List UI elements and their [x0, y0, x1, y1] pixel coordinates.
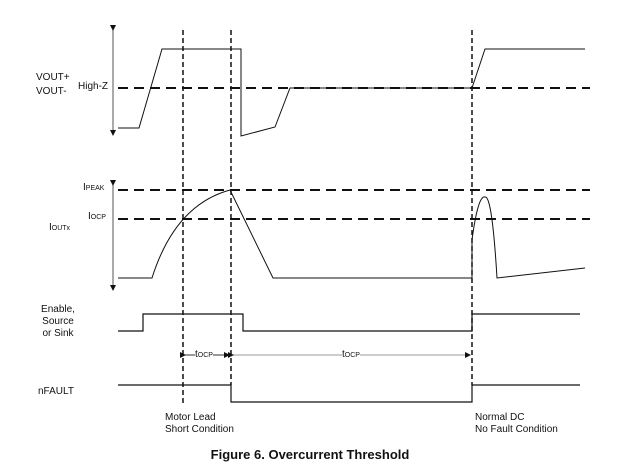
enable-label-line: Enable, [41, 304, 75, 315]
annotation-line: Normal DC [475, 412, 525, 423]
t1-main: t [195, 349, 198, 360]
t2-main: t [342, 349, 345, 360]
enable-label-line: or Sink [42, 328, 74, 339]
ipeak-main: I [83, 182, 86, 193]
vout-minus-label: VOUT- [36, 86, 67, 97]
annotation-line: Motor Lead [165, 412, 216, 423]
iocp-main: I [88, 211, 91, 222]
enable-label-line: Source [42, 316, 74, 327]
enable-waveform [118, 313, 580, 332]
nfault-label: nFAULT [38, 386, 74, 397]
ipeak-label: IPEAK [83, 182, 104, 195]
figure-caption: Figure 6. Overcurrent Threshold [210, 447, 410, 462]
t2-subscript: OCP [344, 352, 360, 359]
ioutx-label: IOUTx [49, 222, 70, 235]
vout-waveform [118, 48, 585, 137]
iocp-subscript: OCP [90, 214, 106, 221]
iout-waveform [118, 189, 586, 279]
t1-subscript: OCP [197, 352, 213, 359]
t2-label: tOCP [342, 349, 360, 362]
annotation-line: No Fault Condition [475, 424, 558, 435]
iocp-label: IOCP [88, 211, 106, 224]
ioutx-main: I [49, 222, 52, 233]
high-z-label: High-Z [78, 81, 109, 92]
t1-label: tOCP [195, 349, 213, 362]
vout-plus-label: VOUT+ [36, 72, 70, 83]
nfault-waveform [118, 384, 580, 403]
annotation-line: Short Condition [165, 424, 234, 435]
ioutx-subscript: OUTx [51, 225, 71, 232]
ipeak-subscript: PEAK [85, 185, 105, 192]
